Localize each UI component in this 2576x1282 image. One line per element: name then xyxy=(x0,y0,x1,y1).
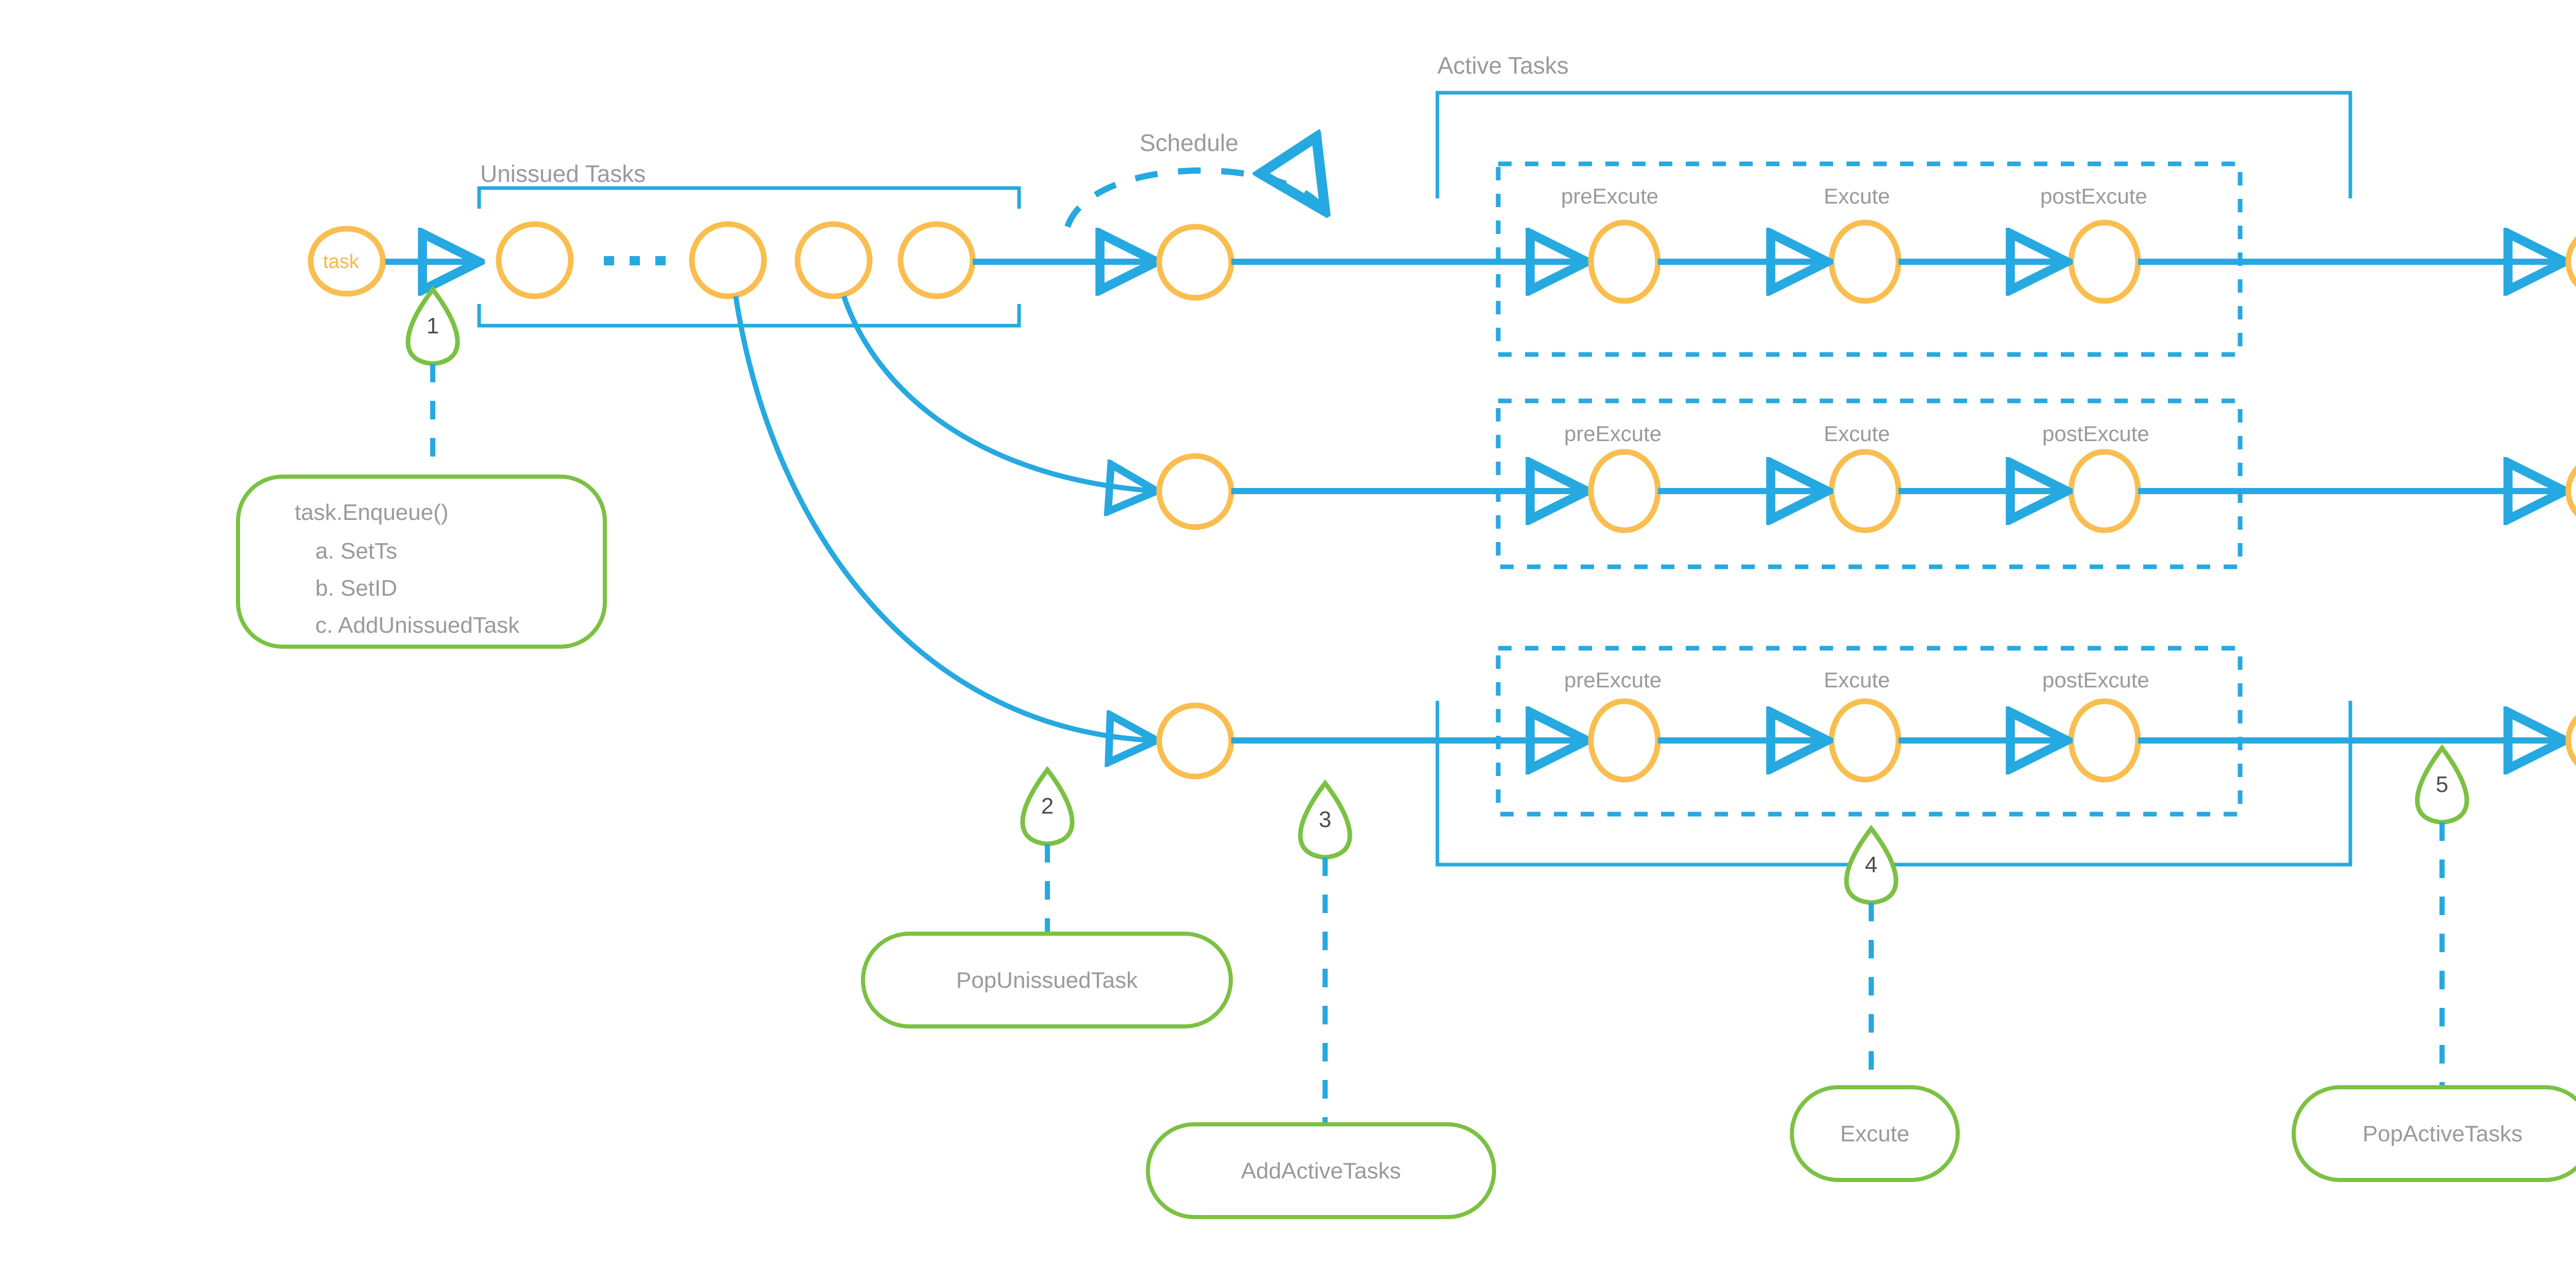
row-2-postexcute-node xyxy=(2068,449,2141,533)
row-3-terminal-node xyxy=(2565,715,2576,766)
row-1-preexcute-node xyxy=(1588,220,1661,304)
callout-addactivetasks-label: AddActiveTasks xyxy=(1241,1158,1401,1184)
marker-2-number: 2 xyxy=(1041,794,1054,819)
queue-branch-curves xyxy=(733,295,1157,740)
marker-3-number: 3 xyxy=(1318,807,1332,832)
callout-excute-label: Excute xyxy=(1840,1121,1910,1146)
row-2-entry-node xyxy=(1156,453,1234,530)
row-1-terminal-node xyxy=(2565,236,2576,288)
callout-enqueue-line-2: a. SetTs xyxy=(315,538,397,564)
unissued-tasks-label: Unissued Tasks xyxy=(480,160,646,187)
row-3-excute-label: Excute xyxy=(1824,668,1890,692)
callout-addactive-box xyxy=(1146,1122,1496,1219)
curve-to-row-2 xyxy=(841,295,1157,491)
pipeline-row-1 xyxy=(1156,161,2576,357)
task-source-node xyxy=(308,226,386,297)
callout-excute-box xyxy=(1790,1085,1960,1182)
row-1-excute-label: Excute xyxy=(1824,184,1890,208)
marker-4-number: 4 xyxy=(1865,852,1878,878)
pipeline-row-2 xyxy=(1156,398,2576,569)
marker-5-number: 5 xyxy=(2435,772,2449,797)
row-2-preexcute-node xyxy=(1588,449,1661,533)
task-node-label: task xyxy=(323,251,359,273)
callout-enqueue-line-1: task.Enqueue() xyxy=(295,500,449,525)
row-3-excute-node xyxy=(1828,698,1902,783)
row-1-postexcute-node xyxy=(2068,220,2141,304)
row-2-preexcute-label: preExcute xyxy=(1564,421,1662,446)
curve-to-row-3 xyxy=(733,296,1157,740)
row-2-postexcute-label: postExcute xyxy=(2042,421,2149,446)
queue-node-4 xyxy=(897,221,976,299)
queue-ellipsis-dots xyxy=(604,256,666,265)
callout-popunissuedtask-label: PopUnissuedTask xyxy=(956,968,1138,993)
callout-enqueue-line-3: b. SetID xyxy=(315,576,397,601)
row-1-preexcute-label: preExcute xyxy=(1561,184,1659,208)
marker-3-group xyxy=(1146,779,1496,1219)
row-1-excute-node xyxy=(1828,220,1902,304)
row-1-entry-node xyxy=(1156,224,1234,301)
row-2-terminal-node xyxy=(2565,465,2576,517)
queue-node-3 xyxy=(794,221,873,299)
callout-enqueue-line-4: c. AddUnissuedTask xyxy=(315,613,520,638)
row-2-excute-label: Excute xyxy=(1824,421,1890,446)
schedule-label: Schedule xyxy=(1140,129,1239,156)
schedule-dashed-arrow xyxy=(1064,171,1325,228)
marker-1-group xyxy=(236,285,607,649)
callout-popunissued-box xyxy=(861,932,1233,1028)
active-tasks-label: Active Tasks xyxy=(1437,52,1569,79)
queue-node-1 xyxy=(496,221,574,299)
row-3-preexcute-label: preExcute xyxy=(1564,668,1662,692)
unissued-tasks-bracket xyxy=(477,186,1021,328)
callout-enqueue-box xyxy=(236,475,607,649)
callout-popactive-box xyxy=(2292,1085,2576,1182)
row-3-entry-node xyxy=(1156,702,1234,780)
callout-popactivetasks-label: PopActiveTasks xyxy=(2362,1121,2523,1146)
row-3-postexcute-node xyxy=(2068,698,2141,783)
marker-4-group xyxy=(1790,824,1960,1182)
row-3-preexcute-node xyxy=(1588,698,1661,783)
marker-1-number: 1 xyxy=(426,313,439,339)
pipeline-row-3 xyxy=(1156,646,2576,817)
row-3-postexcute-label: postExcute xyxy=(2042,668,2149,692)
row-1-postexcute-label: postExcute xyxy=(2040,184,2147,208)
marker-5-group xyxy=(2292,744,2576,1182)
marker-2-group xyxy=(861,766,1233,1028)
unissued-queue-nodes xyxy=(496,221,976,299)
row-2-excute-node xyxy=(1828,449,1902,533)
queue-node-2 xyxy=(689,221,767,299)
